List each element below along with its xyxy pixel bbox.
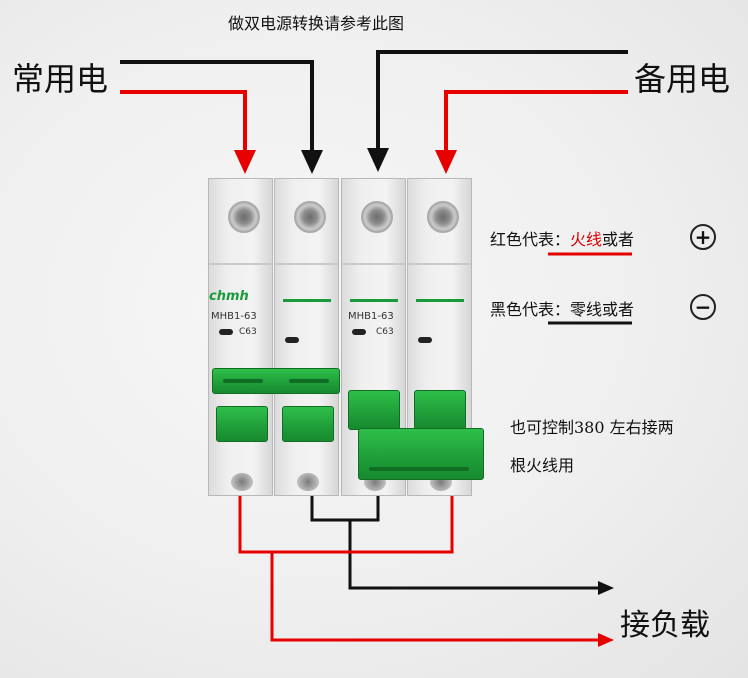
output-live-wire <box>270 552 606 642</box>
brand-logo: chmh <box>209 289 249 304</box>
normal-neutral-wire <box>120 60 314 170</box>
breaker-pole-1: chmh MHB1-63 C63 <box>208 178 273 496</box>
minus-icon: − <box>690 294 716 320</box>
legend-red-suffix: 或者 <box>602 230 635 249</box>
normal-live-wire <box>120 90 247 170</box>
model-label-right: MHB1-63 <box>348 311 394 322</box>
legend-black-suffix: 或者 <box>602 300 635 319</box>
normal-supply-label: 常用电 <box>12 60 109 98</box>
terminal-screw-icon <box>294 201 326 233</box>
legend-red-word: 火线 <box>570 230 603 249</box>
output-neutral-arrowhead <box>598 581 614 595</box>
left-lever-pole-1[interactable] <box>216 406 268 442</box>
output-neutral-bridge <box>310 496 380 522</box>
backup-live-wire <box>444 90 628 170</box>
legend-red: 红色代表：火线或者 <box>490 226 634 250</box>
backup-live-arrowhead <box>435 150 457 174</box>
legend-black-prefix: 黑色代表： <box>490 300 571 319</box>
dual-breaker: chmh MHB1-63 C63 MHB1-63 C63 <box>208 178 484 496</box>
output-live-bridge <box>238 496 454 554</box>
note-line-1: 也可控制380 左右接两 <box>510 418 674 437</box>
rating-label-left: C63 <box>239 327 257 337</box>
backup-neutral-arrowhead <box>367 148 389 172</box>
normal-live-arrowhead <box>234 150 256 174</box>
model-label-left: MHB1-63 <box>211 311 257 322</box>
right-lever-pole-3[interactable] <box>348 390 400 430</box>
backup-neutral-wire <box>376 50 628 168</box>
terminal-screw-icon <box>228 201 260 233</box>
output-live-arrowhead <box>598 633 614 647</box>
left-lever-pole-2[interactable] <box>282 406 334 442</box>
legend-black: 黑色代表：零线或者 <box>490 296 634 320</box>
terminal-screw-icon <box>427 201 459 233</box>
page-title: 做双电源转换请参考此图 <box>228 14 405 33</box>
load-label: 接负载 <box>620 608 710 643</box>
left-lever-handle[interactable] <box>212 368 340 394</box>
plus-icon: + <box>690 224 716 250</box>
legend-red-prefix: 红色代表： <box>490 230 571 249</box>
legend-black-word: 零线 <box>570 300 603 319</box>
output-neutral-wire <box>348 520 606 590</box>
right-lever-handle[interactable] <box>358 428 484 480</box>
rating-label-right: C63 <box>376 327 394 337</box>
output-screw-icon <box>231 473 253 491</box>
breaker-pole-2 <box>274 178 339 496</box>
output-screw-icon <box>297 473 319 491</box>
right-lever-pole-4[interactable] <box>414 390 466 430</box>
backup-supply-label: 备用电 <box>634 60 731 98</box>
normal-neutral-arrowhead <box>301 150 323 174</box>
note-line-2: 根火线用 <box>510 456 575 475</box>
terminal-screw-icon <box>361 201 393 233</box>
